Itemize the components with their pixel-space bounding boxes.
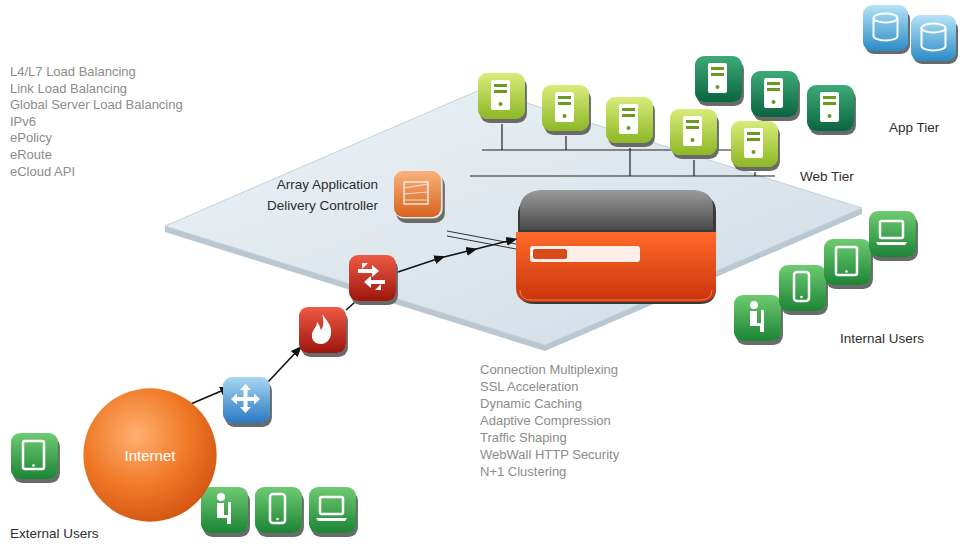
feature-item: Adaptive Compression xyxy=(480,413,611,430)
adc-icon xyxy=(394,171,516,249)
adc-link xyxy=(447,231,516,249)
platform xyxy=(165,89,862,351)
switch-icon xyxy=(349,255,398,305)
feature-item: Connection Multiplexing xyxy=(480,362,618,379)
web-tier-servers xyxy=(478,73,780,171)
tier-title: App Tier xyxy=(889,117,939,138)
feature-item: WebWall HTTP Security xyxy=(480,447,619,464)
firewall-icon xyxy=(299,307,348,357)
internet-cloud: Internet xyxy=(82,387,218,523)
feature-item: IPv6 xyxy=(10,114,36,131)
database-icons xyxy=(863,5,958,64)
feature-item: L4/L7 Load Balancing xyxy=(10,64,136,81)
feature-item: N+1 Clustering xyxy=(480,464,566,481)
feature-item: Dynamic Caching xyxy=(480,396,582,413)
feature-item: ePolicy xyxy=(10,130,52,147)
app-tier-servers xyxy=(695,56,856,135)
device-title: Array Application Delivery Controller xyxy=(228,174,378,216)
feature-item: eCloud API xyxy=(10,164,75,181)
internal-user-icons xyxy=(734,211,918,345)
adc-appliance xyxy=(516,190,716,304)
group-title: Internal Users xyxy=(840,328,924,349)
feature-item: Link Load Balancing xyxy=(10,81,127,98)
node-label: Internet xyxy=(82,447,218,464)
feature-item: eRoute xyxy=(10,147,52,164)
feature-item: Traffic Shaping xyxy=(480,430,567,447)
group-title: External Users xyxy=(10,523,99,544)
tier-title: Web Tier xyxy=(800,166,854,187)
router-icon xyxy=(223,377,272,427)
feature-item: SSL Acceleration xyxy=(480,379,579,396)
feature-item: Global Server Load Balancing xyxy=(10,97,183,114)
node-text: Internet xyxy=(82,447,218,464)
